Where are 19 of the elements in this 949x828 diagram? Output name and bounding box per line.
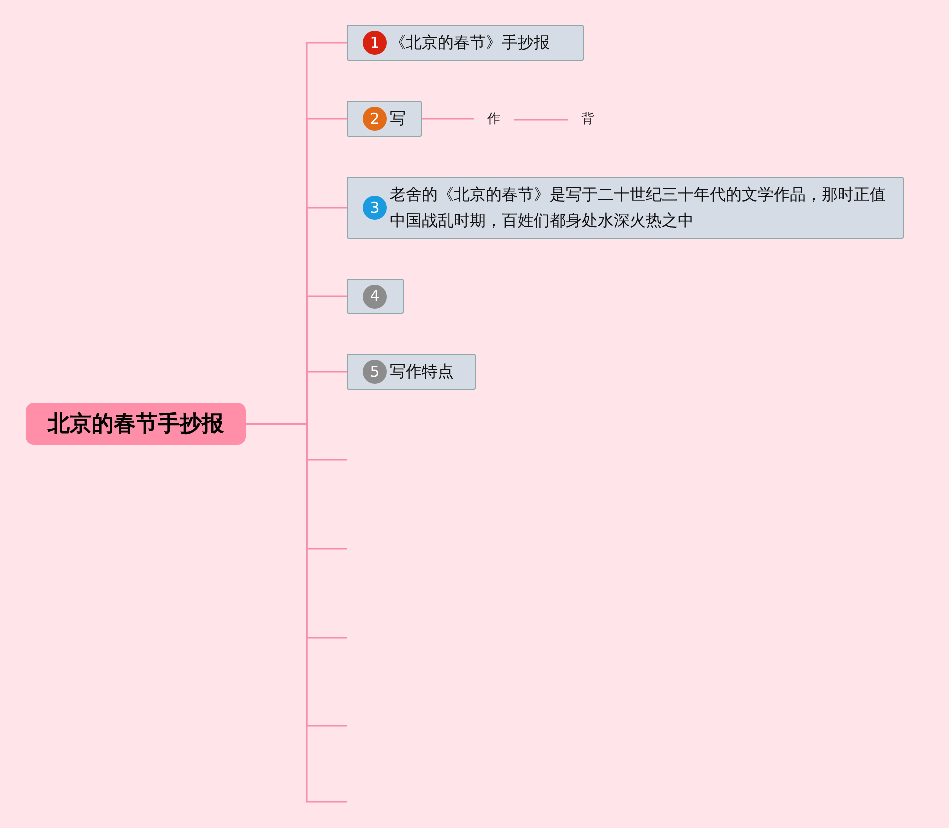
- topic-text: 老舍的《北京的春节》是写于二十世纪三十年代的文学作品，那时正值中国战乱时期，百姓们都身处水深火热之中: [390, 184, 887, 232]
- topic-text: 写作特点: [390, 361, 454, 383]
- topic-text: 写: [390, 108, 406, 130]
- number-badge: 4: [363, 284, 387, 308]
- root-topic: 北京的春节手抄报: [26, 403, 246, 445]
- number-badge: 2: [363, 107, 387, 131]
- number-badge: 3: [363, 196, 387, 220]
- floating-label: 背: [568, 110, 608, 130]
- topic-text: 《北京的春节》手抄报: [390, 32, 550, 54]
- connector-line: [514, 119, 568, 121]
- connector-line: [422, 118, 474, 120]
- topic-box: [347, 101, 422, 137]
- floating-label: 作: [474, 110, 514, 130]
- topic-box: [347, 279, 404, 314]
- number-badge: 1: [363, 31, 387, 55]
- number-badge: 5: [363, 360, 387, 384]
- topic-box: [347, 25, 584, 61]
- topic-box: [347, 354, 476, 390]
- topic-box: [347, 177, 904, 239]
